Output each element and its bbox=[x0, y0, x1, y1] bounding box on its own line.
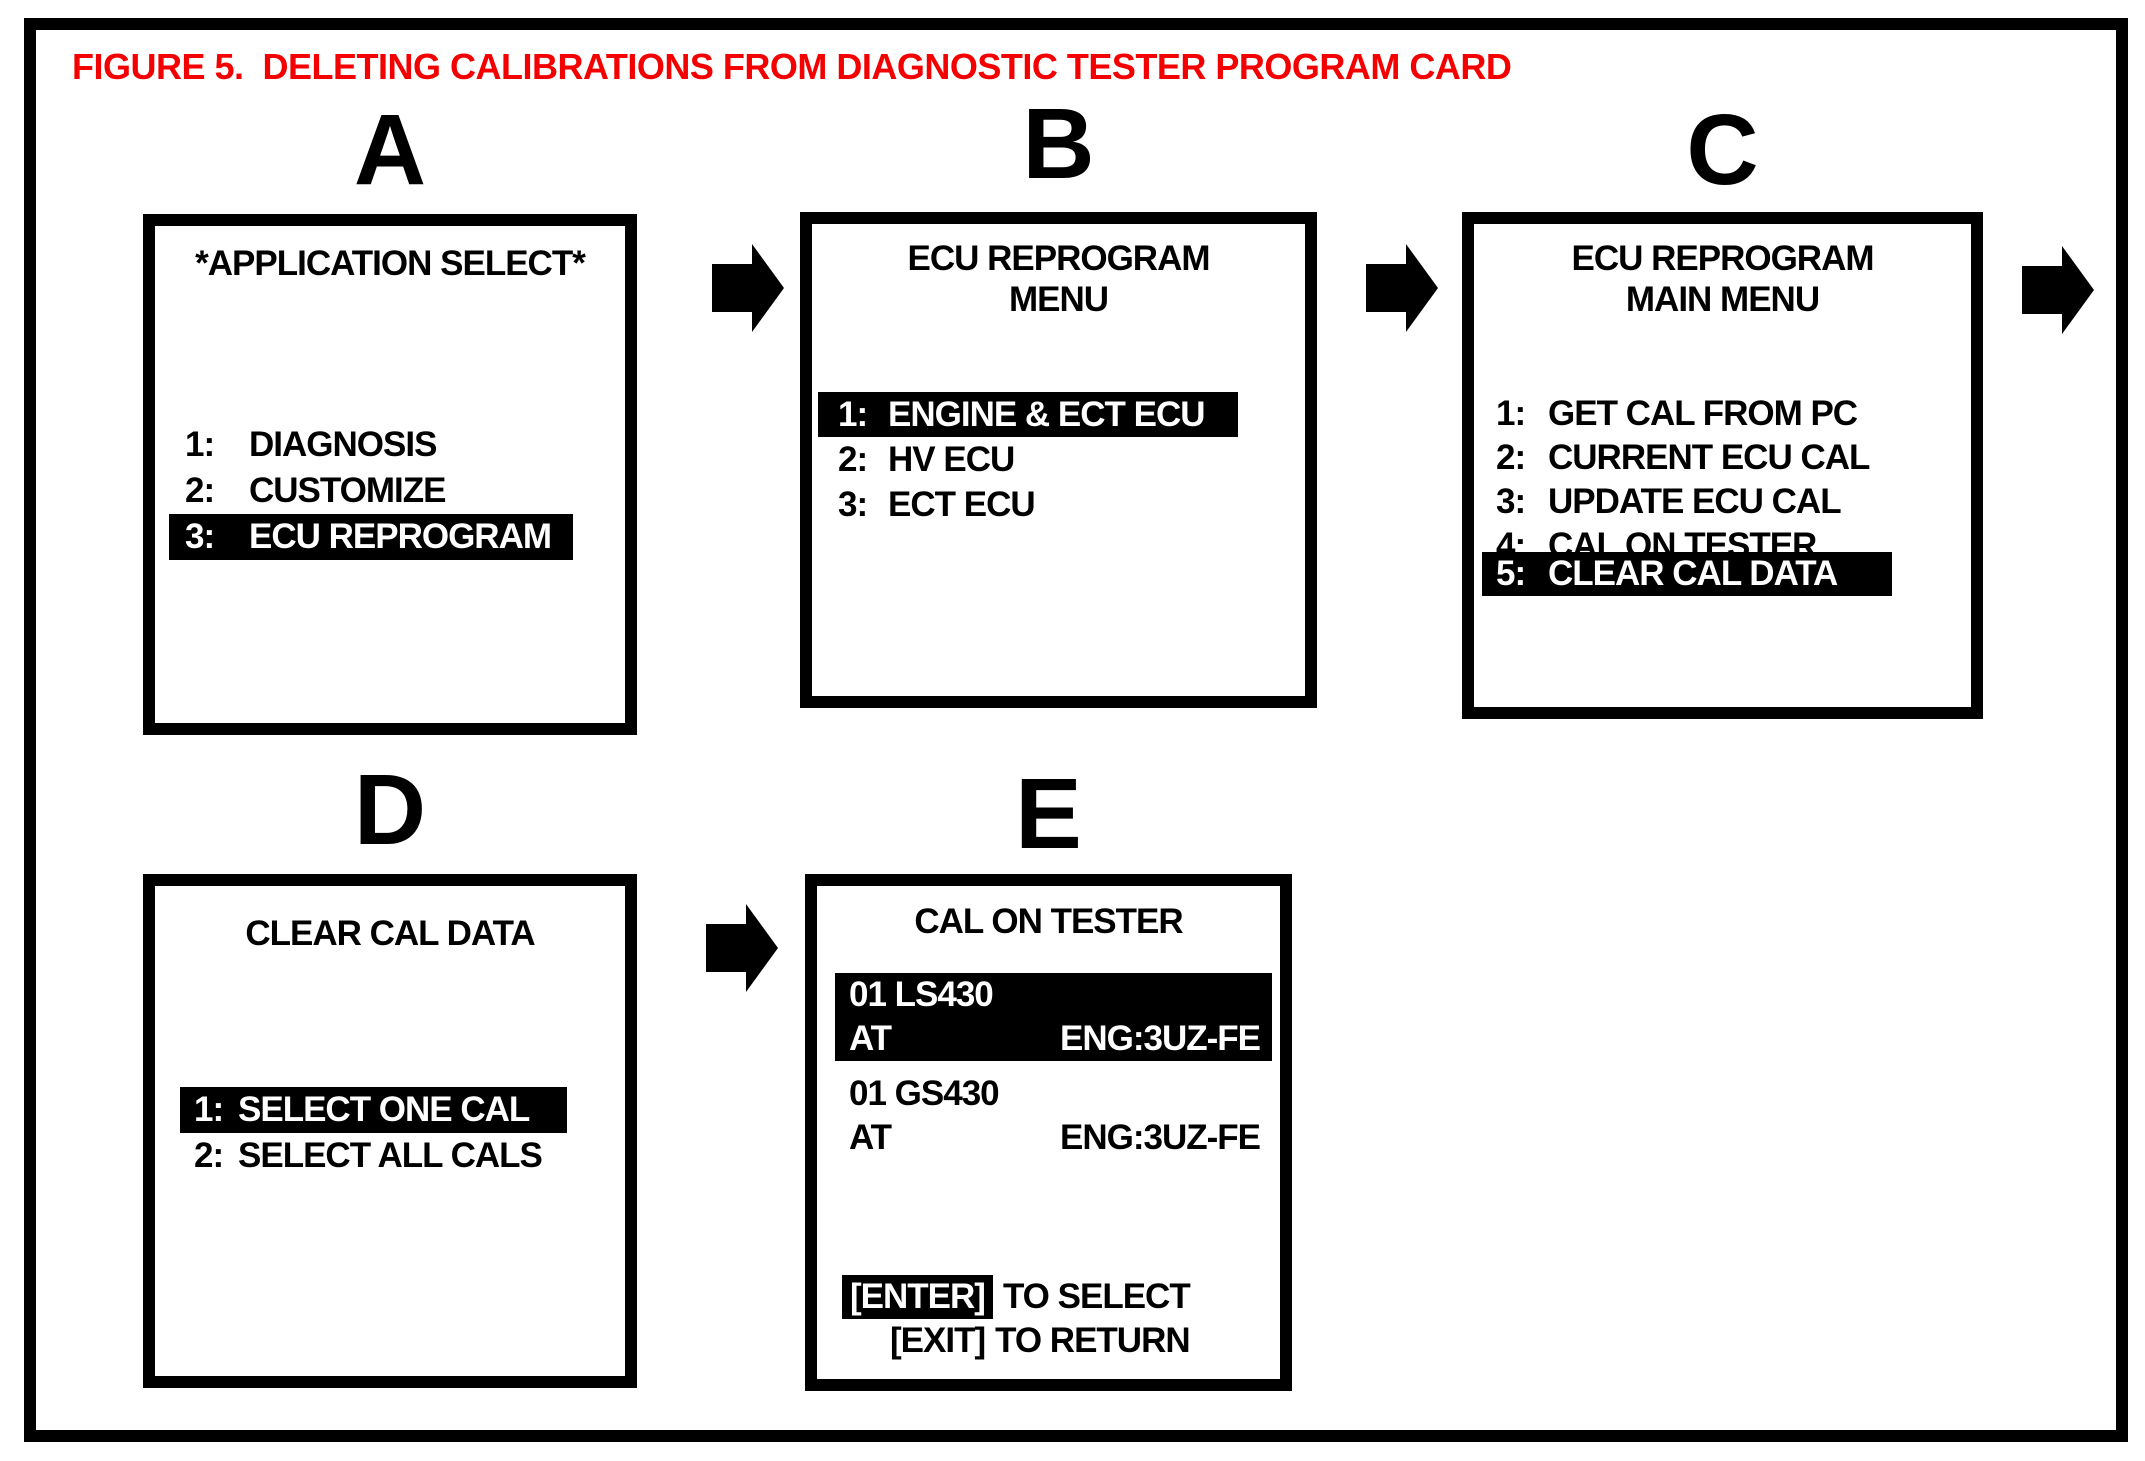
cal-entry-spec-line: AT ENG:3UZ-FE bbox=[835, 1017, 1272, 1061]
screen-d-heading: CLEAR CAL DATA bbox=[245, 914, 535, 953]
menu-item-number: 1: bbox=[185, 425, 215, 464]
menu-item-number: 5: bbox=[1496, 554, 1526, 593]
exit-key-text: [EXIT] bbox=[890, 1321, 986, 1360]
cal-entry-spec-line: AT ENG:3UZ-FE bbox=[835, 1116, 1272, 1160]
menu-item-hv-ecu: 2: HV ECU bbox=[818, 437, 1015, 482]
menu-item-number: 2: bbox=[838, 439, 868, 479]
menu-item-label: SELECT ALL CALS bbox=[238, 1136, 543, 1175]
menu-item-customize: 2: CUSTOMIZE bbox=[169, 468, 446, 514]
menu-item-update-ecu-cal: 3: UPDATE ECU CAL bbox=[1482, 480, 1842, 524]
cal-model: 01 GS430 bbox=[849, 1074, 1000, 1113]
menu-item-number: 1: bbox=[838, 394, 868, 434]
screen-a-heading: *APPLICATION SELECT* bbox=[195, 244, 586, 283]
screen-ecu-reprogram-menu: ECU REPROGRAM MENU 1: ENGINE & ECT ECU 2:… bbox=[800, 212, 1317, 708]
cal-model: 01 LS430 bbox=[849, 975, 994, 1014]
cal-entry-model-line: 01 GS430 bbox=[835, 1072, 1272, 1116]
menu-item-current-ecu-cal: 2: CURRENT ECU CAL bbox=[1482, 436, 1870, 480]
cal-engine: ENG:3UZ-FE bbox=[1060, 1118, 1261, 1157]
cal-engine: ENG:3UZ-FE bbox=[1060, 1019, 1261, 1058]
screen-b-heading-line2: MENU bbox=[1008, 280, 1109, 319]
menu-item-label: ECU REPROGRAM bbox=[249, 517, 552, 556]
screen-ecu-reprogram-main-menu: ECU REPROGRAM MAIN MENU 1: GET CAL FROM P… bbox=[1462, 212, 1983, 719]
flow-arrow-c-continue-icon bbox=[2022, 246, 2094, 334]
menu-item-label: CURRENT ECU CAL bbox=[1548, 438, 1870, 477]
screen-cal-on-tester: CAL ON TESTER 01 LS430 AT ENG:3UZ-FE 01 … bbox=[805, 874, 1292, 1391]
menu-item-label: GET CAL FROM PC bbox=[1548, 394, 1858, 433]
panel-label-b: B bbox=[1022, 88, 1095, 200]
menu-item-select-all-cals: 2: SELECT ALL CALS bbox=[180, 1133, 543, 1179]
figure-title: FIGURE 5. DELETING CALIBRATIONS FROM DIA… bbox=[72, 46, 1512, 87]
menu-item-label: CLEAR CAL DATA bbox=[1548, 554, 1838, 593]
cal-entry-model-line: 01 LS430 bbox=[835, 973, 1272, 1017]
screen-application-select: *APPLICATION SELECT* 1: DIAGNOSIS 2: CUSTO… bbox=[143, 214, 637, 735]
menu-item-label: ENGINE & ECT ECU bbox=[888, 394, 1206, 434]
menu-item-number: 2: bbox=[194, 1136, 224, 1175]
cal-transmission: AT bbox=[849, 1019, 892, 1058]
enter-hint-text: TO SELECT bbox=[1002, 1277, 1191, 1316]
menu-item-number: 3: bbox=[185, 517, 215, 556]
cal-list: 01 LS430 AT ENG:3UZ-FE 01 GS430 AT ENG:3… bbox=[835, 973, 1272, 1160]
screen-c-menu: 1: GET CAL FROM PC 2: CURRENT ECU CAL 3: UP… bbox=[1482, 392, 1892, 596]
screen-e-heading: CAL ON TESTER bbox=[914, 902, 1183, 941]
panel-label-a: A bbox=[353, 94, 427, 206]
menu-item-number: 1: bbox=[1496, 394, 1526, 433]
screen-b-heading-line1: ECU REPROGRAM bbox=[907, 239, 1210, 278]
menu-item-number: 2: bbox=[1496, 438, 1526, 477]
menu-item-diagnosis: 1: DIAGNOSIS bbox=[169, 422, 437, 468]
screen-c-heading: ECU REPROGRAM MAIN MENU bbox=[1474, 238, 1971, 320]
cal-transmission: AT bbox=[849, 1118, 892, 1157]
menu-item-label: UPDATE ECU CAL bbox=[1548, 482, 1842, 521]
menu-item-engine-ect-ecu-selected: 1: ENGINE & ECT ECU bbox=[818, 392, 1238, 437]
menu-item-ect-ecu: 3: ECT ECU bbox=[818, 482, 1036, 527]
menu-item-number: 2: bbox=[185, 471, 215, 510]
menu-item-label: ECT ECU bbox=[888, 484, 1036, 524]
screen-a-menu: 1: DIAGNOSIS 2: CUSTOMIZE 3: ECU REPROGRAM bbox=[169, 422, 573, 560]
flow-arrow-a-to-b-icon bbox=[712, 244, 784, 332]
exit-hint-text: TO RETURN bbox=[995, 1321, 1191, 1360]
exit-hint-line: [EXIT] TO RETURN bbox=[842, 1319, 1191, 1363]
screen-c-heading-line1: ECU REPROGRAM bbox=[1571, 239, 1874, 278]
menu-item-select-one-cal-selected: 1: SELECT ONE CAL bbox=[180, 1087, 567, 1133]
enter-key-badge: [ENTER] bbox=[842, 1275, 993, 1319]
menu-item-clear-cal-data-selected: 5: CLEAR CAL DATA bbox=[1482, 552, 1892, 596]
screen-b-heading: ECU REPROGRAM MENU bbox=[812, 238, 1305, 320]
enter-hint-line: [ENTER] TO SELECT bbox=[842, 1275, 1191, 1319]
cal-entry-ls430-selected: 01 LS430 AT ENG:3UZ-FE bbox=[835, 973, 1272, 1061]
menu-item-number: 1: bbox=[194, 1090, 224, 1129]
menu-item-label: SELECT ONE CAL bbox=[238, 1090, 530, 1129]
menu-item-label: DIAGNOSIS bbox=[249, 425, 437, 464]
panel-label-c: C bbox=[1686, 94, 1759, 206]
menu-item-label: HV ECU bbox=[888, 439, 1015, 479]
panel-label-d: D bbox=[353, 754, 427, 866]
menu-item-number: 3: bbox=[1496, 482, 1526, 521]
flow-arrow-b-to-c-icon bbox=[1366, 244, 1438, 332]
screen-b-menu: 1: ENGINE & ECT ECU 2: HV ECU 3: ECT ECU bbox=[818, 392, 1238, 527]
screen-clear-cal-data: CLEAR CAL DATA 1: SELECT ONE CAL 2: SELECT… bbox=[143, 874, 637, 1388]
menu-item-number: 3: bbox=[838, 484, 868, 524]
screen-e-footer: [ENTER] TO SELECT [EXIT] TO RETURN bbox=[842, 1275, 1191, 1363]
cal-entry-gs430: 01 GS430 AT ENG:3UZ-FE bbox=[835, 1072, 1272, 1160]
menu-item-get-cal-from-pc: 1: GET CAL FROM PC bbox=[1482, 392, 1858, 436]
screen-c-heading-line2: MAIN MENU bbox=[1625, 280, 1820, 319]
flow-arrow-d-to-e-icon bbox=[706, 904, 778, 992]
menu-item-label: CUSTOMIZE bbox=[249, 471, 446, 510]
screen-d-menu: 1: SELECT ONE CAL 2: SELECT ALL CALS bbox=[180, 1087, 567, 1179]
menu-item-ecu-reprogram-selected: 3: ECU REPROGRAM bbox=[169, 514, 573, 560]
panel-label-e: E bbox=[1015, 758, 1082, 870]
